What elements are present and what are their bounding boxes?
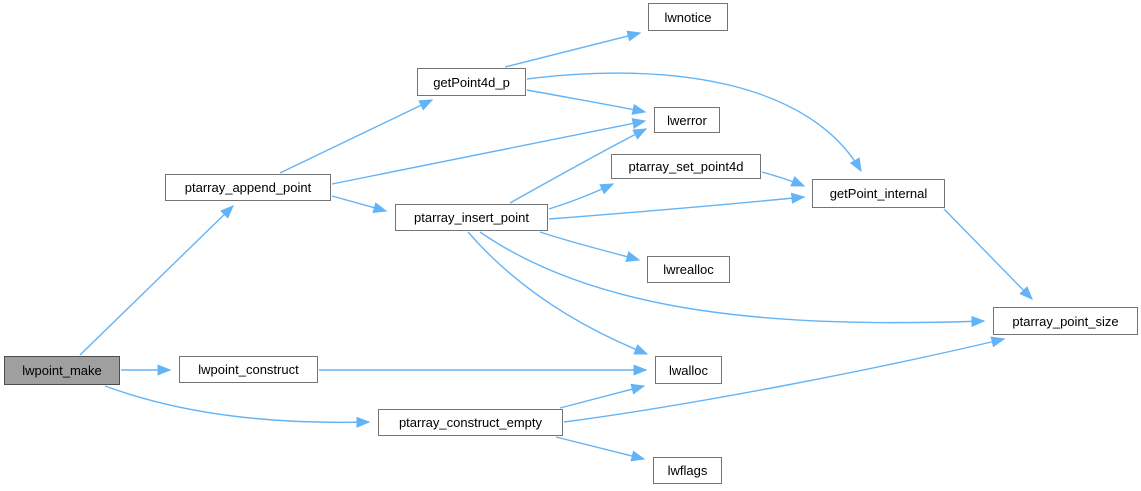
graph-node-getPoint_internal[interactable]: getPoint_internal	[812, 179, 945, 208]
graph-node-label: lwpoint_make	[22, 363, 102, 378]
edge-ptarray_construct_empty-to-lwflags	[555, 436, 646, 462]
graph-node-label: ptarray_append_point	[184, 180, 312, 195]
graph-node-label: lwnotice	[664, 9, 712, 25]
graph-node-label: lwerror	[667, 112, 707, 128]
graph-node-label: ptarray_construct_empty	[398, 415, 543, 430]
graph-node-ptarray_insert_point[interactable]: ptarray_insert_point	[395, 204, 548, 231]
graph-node-lwflags[interactable]: lwflags	[653, 457, 722, 484]
graph-node-lwpoint_construct[interactable]: lwpoint_construct	[179, 356, 318, 383]
graph-node-label: ptarray_point_size	[1012, 313, 1119, 329]
graph-node-lwnotice[interactable]: lwnotice	[648, 3, 728, 31]
graph-node-getPoint4d_p[interactable]: getPoint4d_p	[417, 68, 526, 96]
graph-node-label: ptarray_set_point4d	[628, 159, 744, 174]
edge-ptarray_append_point-to-ptarray_insert_point	[331, 195, 388, 214]
graph-node-ptarray_point_size[interactable]: ptarray_point_size	[993, 307, 1138, 335]
edge-ptarray_set_point4d-to-getPoint_internal	[761, 171, 806, 187]
edge-ptarray_append_point-to-getPoint4d_p	[279, 99, 434, 174]
graph-node-lwalloc[interactable]: lwalloc	[655, 356, 722, 384]
edge-lwpoint_make-to-ptarray_construct_empty	[104, 385, 371, 428]
edge-getPoint4d_p-to-lwnotice	[504, 30, 642, 68]
graph-node-label: lwflags	[667, 463, 708, 478]
edge-ptarray_insert_point-to-getPoint_internal	[548, 192, 806, 220]
edge-ptarray_append_point-to-lwerror	[331, 117, 647, 185]
graph-node-lwrealloc[interactable]: lwrealloc	[647, 256, 730, 283]
graph-node-label: lwrealloc	[663, 262, 714, 277]
graph-node-ptarray_set_point4d[interactable]: ptarray_set_point4d	[611, 154, 761, 179]
edge-ptarray_insert_point-to-ptarray_set_point4d	[548, 183, 615, 210]
graph-node-ptarray_append_point[interactable]: ptarray_append_point	[165, 174, 331, 201]
edge-ptarray_insert_point-to-lwerror	[509, 128, 648, 204]
graph-node-label: getPoint_internal	[829, 186, 928, 201]
edge-ptarray_insert_point-to-ptarray_point_size	[479, 231, 986, 328]
graph-node-lwerror[interactable]: lwerror	[654, 107, 720, 133]
edge-getPoint4d_p-to-lwerror	[526, 89, 647, 115]
edge-getPoint_internal-to-ptarray_point_size	[943, 208, 1033, 301]
edge-ptarray_construct_empty-to-lwalloc	[559, 383, 646, 409]
edge-getPoint4d_p-to-getPoint_internal	[526, 72, 862, 173]
graph-node-label: ptarray_insert_point	[414, 210, 529, 225]
edge-ptarray_insert_point-to-lwrealloc	[539, 231, 641, 262]
edge-lwpoint_make-to-ptarray_append_point	[79, 205, 235, 356]
graph-node-label: lwalloc	[668, 362, 708, 378]
graph-node-label: getPoint4d_p	[433, 74, 510, 90]
graph-node-ptarray_construct_empty[interactable]: ptarray_construct_empty	[378, 409, 563, 436]
graph-node-lwpoint_make: lwpoint_make	[4, 356, 120, 385]
graph-node-label: lwpoint_construct	[198, 362, 299, 377]
edge-ptarray_construct_empty-to-ptarray_point_size	[563, 336, 1006, 423]
edge-ptarray_insert_point-to-lwalloc	[467, 231, 649, 355]
